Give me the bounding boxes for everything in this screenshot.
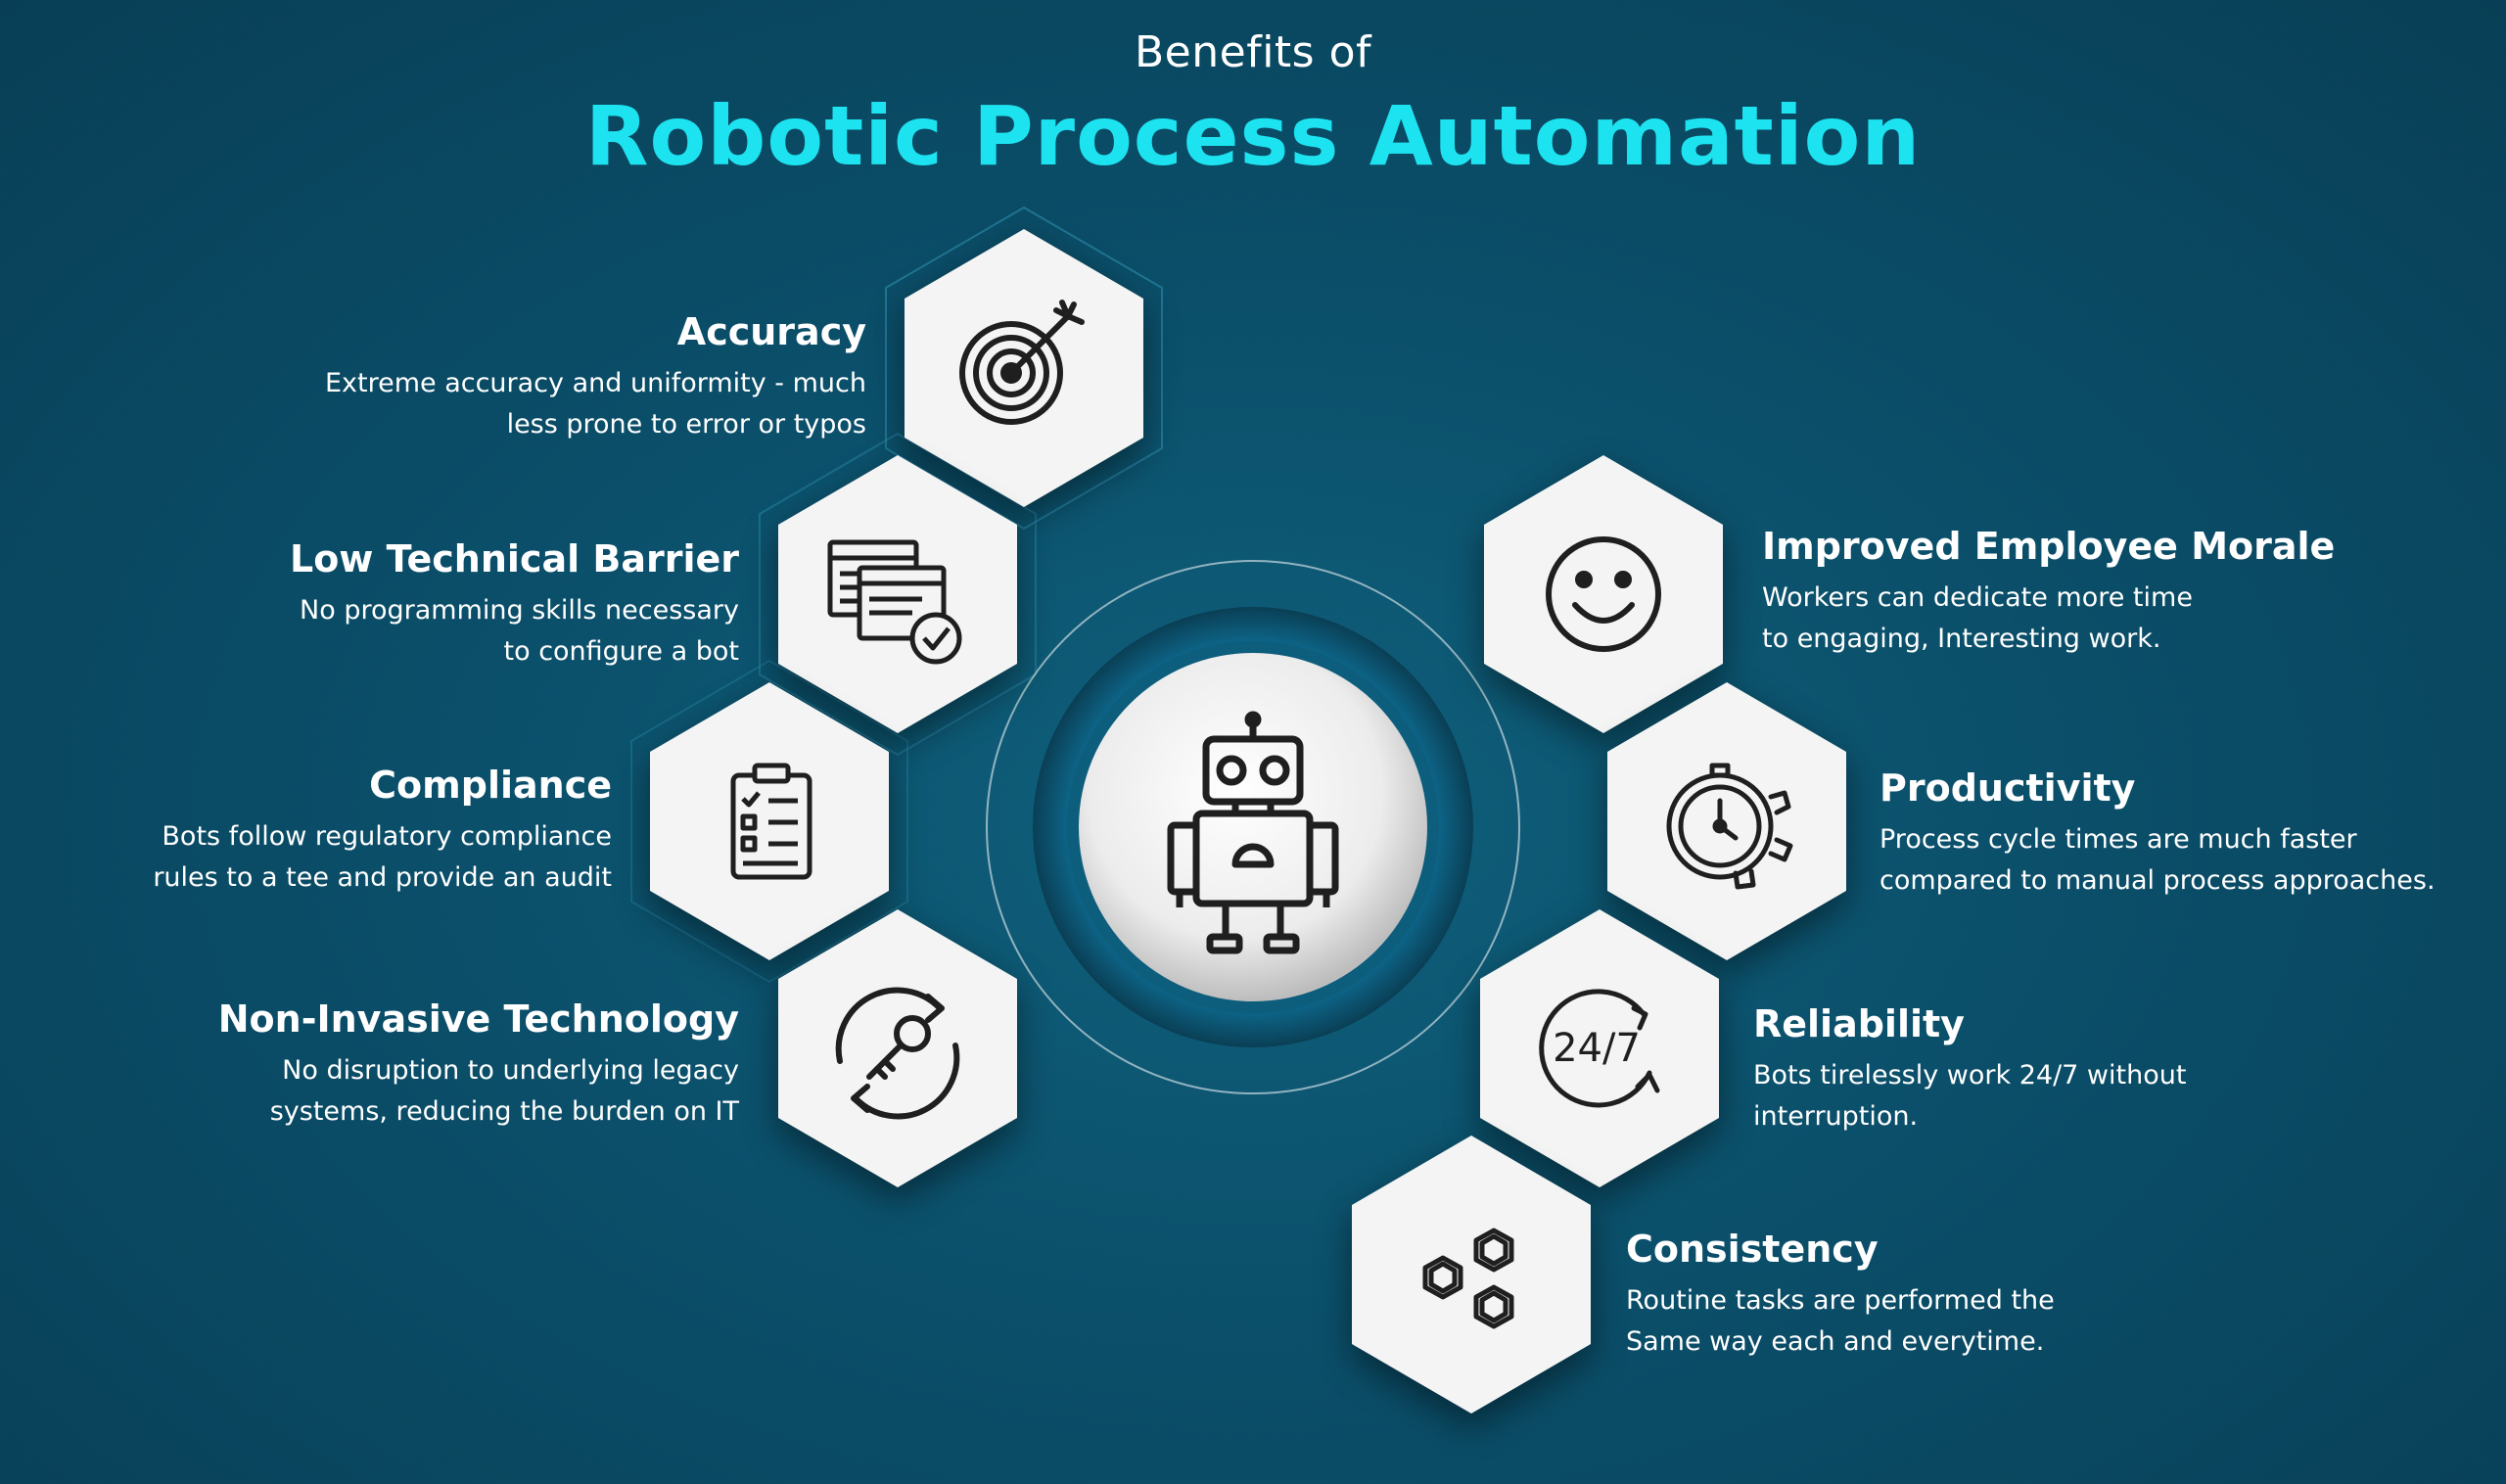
benefit-title: Improved Employee Morale [1762, 525, 2336, 568]
benefit-desc-line: Process cycle times are much faster [1880, 824, 2357, 855]
benefit-desc-line: to configure a bot [503, 636, 740, 667]
benefit-title: Accuracy [676, 310, 866, 353]
hex-productivity [1604, 679, 1849, 963]
benefit-compliance: Compliance Bots follow regulatory compli… [0, 762, 612, 899]
clipboard-checklist-icon [730, 763, 812, 880]
benefit-desc-line: systems, reducing the burden on IT [269, 1096, 739, 1127]
benefit-desc-line: No programming skills necessary [300, 595, 739, 626]
benefit-title: Consistency [1626, 1228, 1879, 1271]
benefit-title: Productivity [1880, 766, 2136, 810]
outline-hex-barrier [759, 432, 1037, 757]
benefit-desc-line: Workers can dedicate more time [1762, 582, 2193, 613]
benefit-improved-employee-morale: Improved Employee Morale Workers can ded… [1762, 523, 2447, 660]
hex-accuracy [902, 226, 1146, 510]
benefit-desc-line: No disruption to underlying legacy [282, 1055, 739, 1086]
benefit-title: Reliability [1753, 1002, 1965, 1045]
benefit-desc-line: Same way each and everytime. [1626, 1326, 2045, 1357]
hex-reliability: 24/7 [1477, 906, 1722, 1190]
key-refresh-icon [835, 987, 960, 1120]
outline-hex-compliance [630, 659, 908, 984]
outline-hex-accuracy [885, 206, 1163, 531]
benefit-desc-line: Extreme accuracy and uniformity - much [324, 368, 866, 398]
benefit-desc-line: interruption. [1753, 1101, 1919, 1132]
benefit-desc-line: compared to manual process approaches. [1880, 865, 2436, 896]
hex-improved-employee-morale [1481, 452, 1726, 736]
robot-icon [1167, 711, 1339, 954]
page-title: Robotic Process Automation [584, 88, 1922, 184]
hex-consistency [1349, 1133, 1594, 1416]
benefit-non-invasive-technology: Non-Invasive Technology No disruption to… [54, 996, 739, 1133]
subtitle: Benefits of [1135, 27, 1371, 77]
hex-compliance [647, 679, 892, 963]
benefit-desc-line: less prone to error or typos [506, 409, 866, 440]
benefit-productivity: Productivity Process cycle times are muc… [1880, 765, 2506, 902]
benefit-title: Low Technical Barrier [289, 537, 739, 580]
benefit-desc-line: Routine tasks are performed the [1626, 1285, 2055, 1316]
clock-24-7-label: 24/7 [1553, 1026, 1641, 1071]
benefit-desc-line: to engaging, Interesting work. [1762, 624, 2161, 654]
benefit-low-technical-barrier: Low Technical Barrier No programming ski… [54, 535, 739, 672]
benefit-accuracy: Accuracy Extreme accuracy and uniformity… [181, 308, 866, 445]
target-icon [959, 300, 1085, 425]
stopwatch-gear-icon [1666, 763, 1793, 890]
benefit-desc-line: Bots tirelessly work 24/7 without [1753, 1060, 2187, 1090]
benefit-reliability: Reliability Bots tirelessly work 24/7 wi… [1753, 1000, 2438, 1137]
smiley-icon [1546, 536, 1661, 652]
hexagons-icon [1422, 1228, 1514, 1329]
hex-non-invasive-technology [775, 906, 1020, 1190]
center-robot-badge [979, 553, 1527, 1101]
browser-check-icon [827, 539, 962, 665]
benefit-title: Non-Invasive Technology [217, 997, 739, 1041]
clock-24-7-icon [1539, 989, 1660, 1108]
benefit-title: Compliance [369, 764, 612, 807]
benefit-consistency: Consistency Routine tasks are performed … [1626, 1226, 2311, 1363]
hex-low-technical-barrier [775, 452, 1020, 736]
benefit-desc-line: Bots follow regulatory compliance [162, 821, 612, 852]
benefit-desc-line: rules to a tee and provide an audit [153, 862, 612, 893]
